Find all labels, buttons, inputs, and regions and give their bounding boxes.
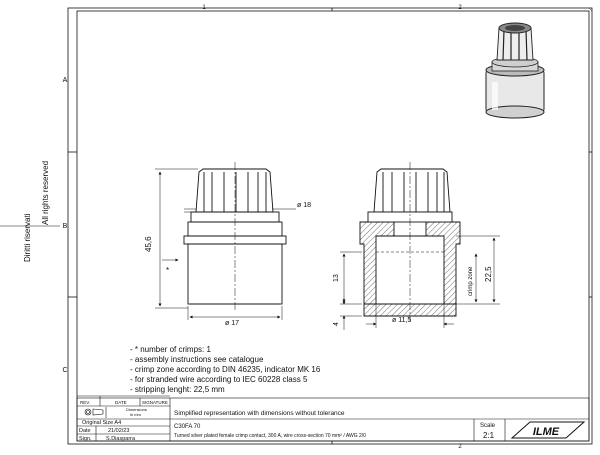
contact-3d-render: [485, 22, 545, 119]
original-size: Original Size A4: [82, 420, 121, 426]
title-block: [76, 395, 590, 442]
drawing-notes: - * number of crimps: 1 - assembly instr…: [130, 345, 320, 395]
row-label-b: B: [63, 223, 68, 230]
part-description: Turned silver plated female crimp contac…: [174, 433, 366, 439]
sign-key: Sign.: [79, 436, 92, 442]
dim-head-diameter: ø 18: [297, 202, 311, 209]
signature-label: SIGNATURE: [142, 400, 168, 405]
dimensions-unit-label: in mm: [130, 412, 142, 417]
dim-crimp-marker: *: [166, 266, 169, 275]
note-item: - assembly instructions see catalogue: [130, 355, 264, 364]
note-item: - for stranded wire according to IEC 602…: [130, 375, 308, 384]
description-main: Simplified representation with dimension…: [174, 410, 345, 417]
exterior-view-dimensions: [155, 168, 296, 320]
note-item: - stripping lenght: 22,5 mm: [130, 385, 225, 394]
rev-label: REV.: [80, 400, 90, 405]
rights-reserved-en: All rights reserved: [41, 161, 50, 225]
rights-reserved-it: Diritti riservati: [23, 213, 32, 262]
ilme-logo: ILME: [510, 421, 586, 439]
dim-crimp-zone: crimp zone: [468, 266, 474, 296]
dim-base-diameter: ø 17: [225, 320, 239, 327]
col-label-2-bottom: 2: [458, 444, 462, 450]
outer-frame: [67, 7, 593, 445]
note-item: - crimp zone according to DIN 46235, ind…: [130, 365, 321, 374]
note-item: - * number of crimps: 1: [130, 345, 211, 354]
part-code: C30FA 70: [174, 424, 201, 430]
exterior-view: [183, 162, 287, 312]
dim-base-height: 4: [333, 322, 340, 326]
row-label-a: A: [63, 77, 68, 84]
section-view: [359, 162, 461, 322]
sign-value: S.Diasparra: [106, 436, 136, 442]
dim-stripping-length: 22,5: [484, 266, 493, 282]
row-label-c: C: [62, 367, 67, 374]
date-label: DATE: [115, 400, 127, 405]
date-key: Date: [79, 428, 91, 434]
col-label-2: 2: [458, 5, 462, 11]
section-view-dimensions: [340, 235, 500, 330]
col-label-1: 1: [202, 5, 206, 11]
scale-label: Scale: [480, 423, 496, 429]
dim-bore-diameter: ø 11,5: [392, 317, 411, 324]
dim-overall-height: 45,6: [144, 236, 153, 252]
dimensions-in-label: Dimensions: [126, 407, 147, 412]
dim-inner-depth: 13: [333, 274, 340, 282]
svg-text:ILME: ILME: [533, 426, 560, 438]
scale-value: 2:1: [483, 431, 495, 440]
date-value: 21/02/23: [108, 428, 129, 434]
